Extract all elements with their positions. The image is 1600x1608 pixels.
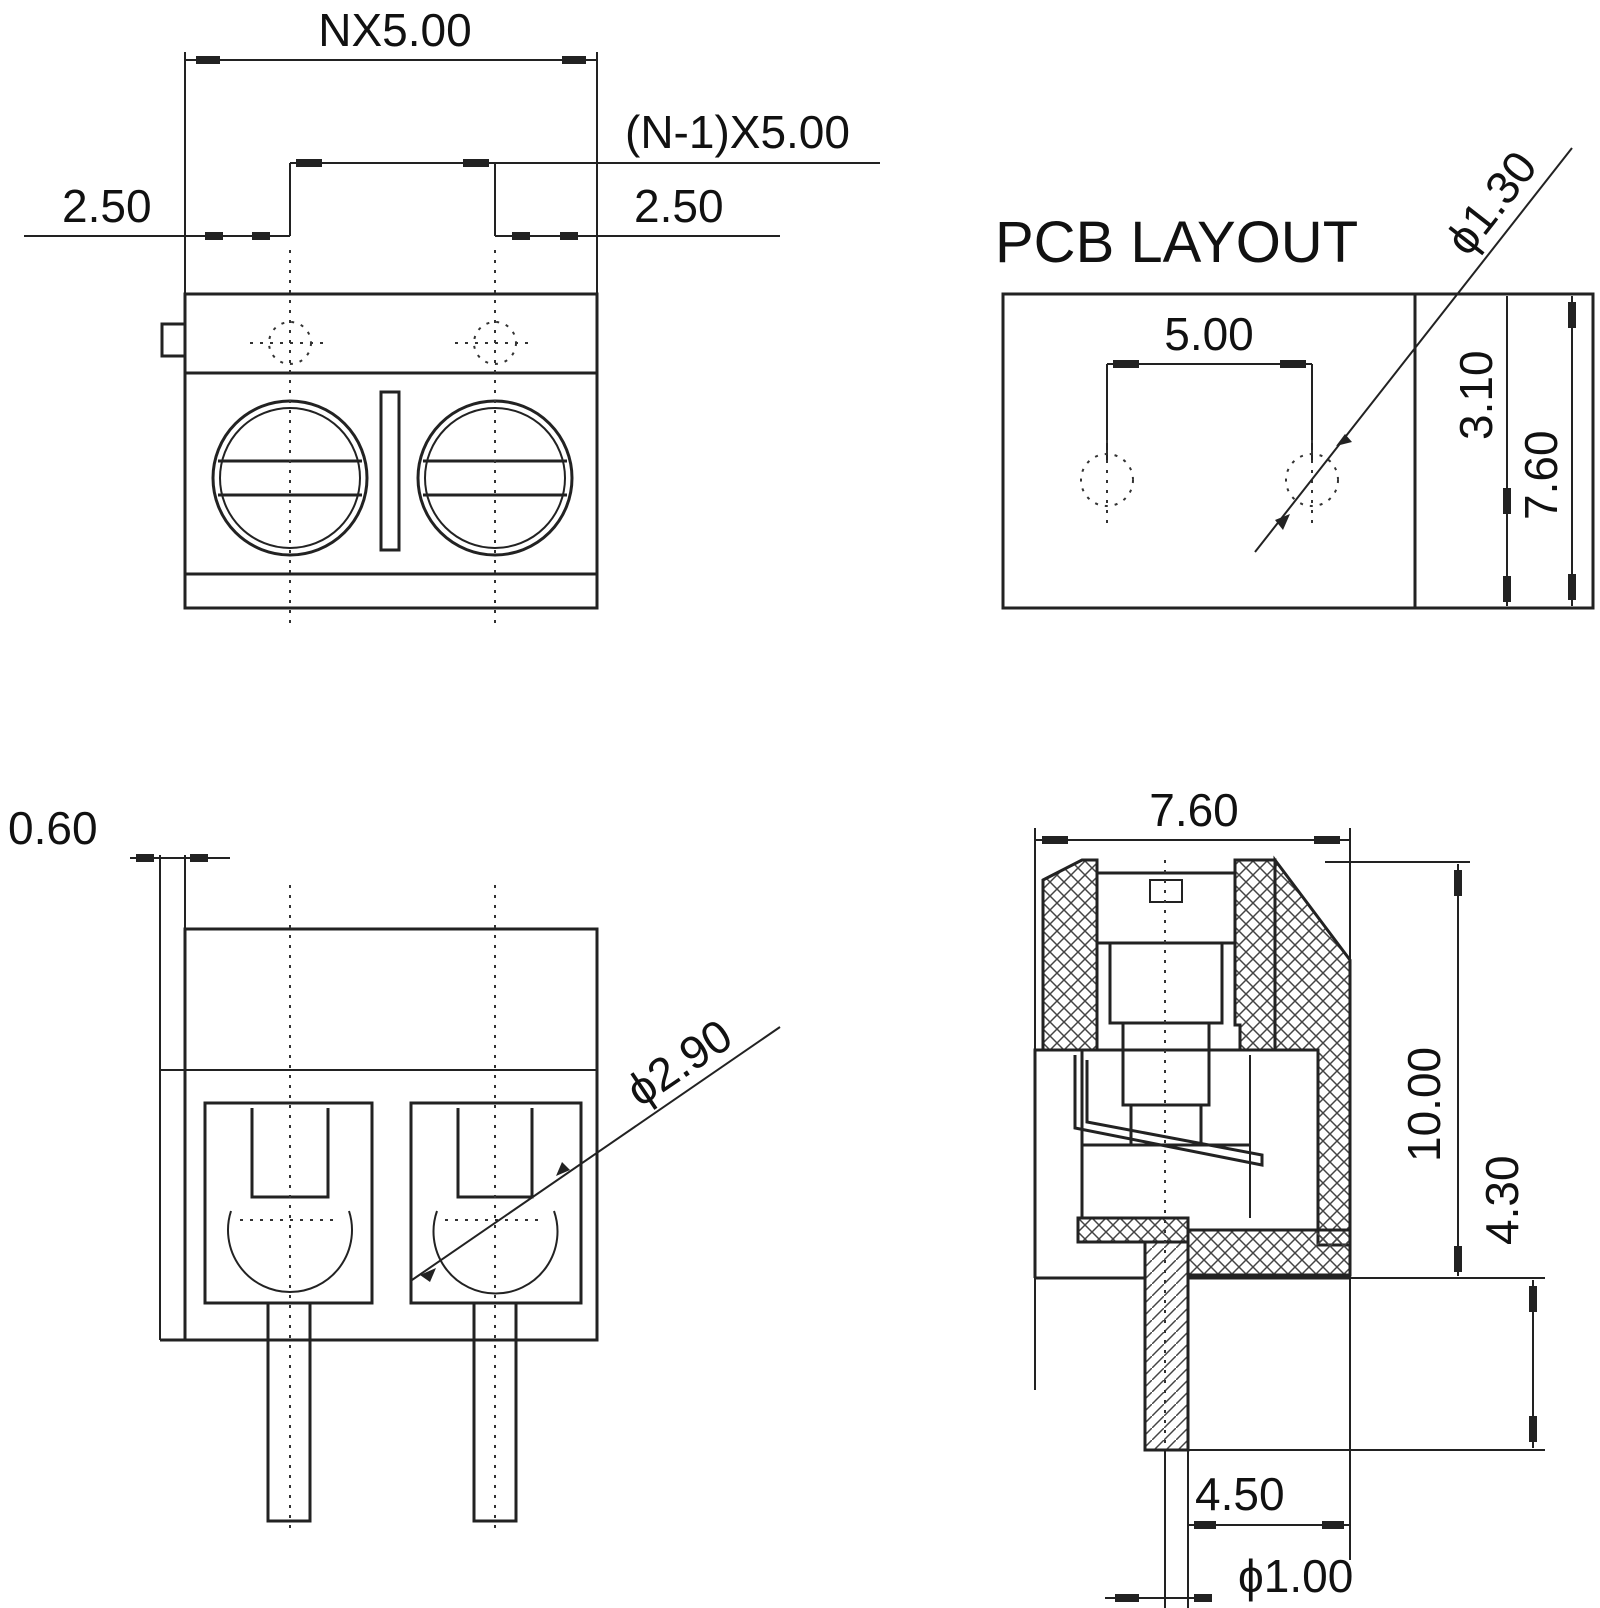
rear-view: 0.60 ϕ2.90 <box>8 802 781 1535</box>
pcb-dim-offset: 3.10 <box>1450 350 1502 440</box>
housing-left-hatch <box>1041 858 1099 1052</box>
pcb-dim-depth: 7.60 <box>1515 430 1567 520</box>
side-section-view: 7.60 <box>1033 784 1545 1608</box>
wire-clamp <box>1073 1055 1264 1167</box>
side-pin <box>1143 1240 1190 1452</box>
front-dim-pitch: (N-1)X5.00 <box>625 106 850 158</box>
housing-back-hatch <box>1273 855 1352 1247</box>
pcb-hole-2 <box>1285 453 1339 507</box>
side-dim-width: 7.60 <box>1149 784 1239 836</box>
rear-dim-wire-diameter: ϕ2.90 <box>617 1009 742 1117</box>
pcb-layout-view: PCB LAYOUT 5.00 ϕ1.30 3.10 7.60 <box>995 141 1595 610</box>
rear-body-outline <box>183 927 599 1342</box>
screw-section-icon <box>1095 871 1237 1147</box>
wire-entry-1 <box>203 1101 374 1305</box>
wire-entry-2 <box>409 1101 583 1305</box>
pcb-outline <box>1001 292 1595 610</box>
pcb-layout-title: PCB LAYOUT <box>995 210 1358 275</box>
housing-floor-hatch <box>1186 1228 1352 1277</box>
rear-pin-2 <box>472 1301 518 1523</box>
front-separator <box>379 390 401 552</box>
pcb-hole-1 <box>1080 453 1134 507</box>
rear-pin-1 <box>266 1301 312 1523</box>
pcb-dim-pitch: 5.00 <box>1164 308 1254 360</box>
side-dim-height: 10.00 <box>1398 1047 1450 1162</box>
rear-dim-wall: 0.60 <box>8 802 98 854</box>
front-dim-left-margin: 2.50 <box>62 180 152 232</box>
side-dim-pin-diameter: ϕ1.00 <box>1238 1550 1353 1602</box>
housing-base <box>1076 1216 1190 1244</box>
front-body-outline <box>183 292 599 610</box>
front-dim-right-margin: 2.50 <box>634 180 724 232</box>
front-dim-total-width: NX5.00 <box>318 4 471 56</box>
side-dim-pin-length: 4.30 <box>1476 1155 1528 1245</box>
side-dim-pin-offset: 4.50 <box>1195 1468 1285 1520</box>
housing-right-hatch <box>1233 858 1277 1052</box>
front-view: NX5.00 (N-1)X5.00 2.50 2.50 <box>24 4 880 630</box>
